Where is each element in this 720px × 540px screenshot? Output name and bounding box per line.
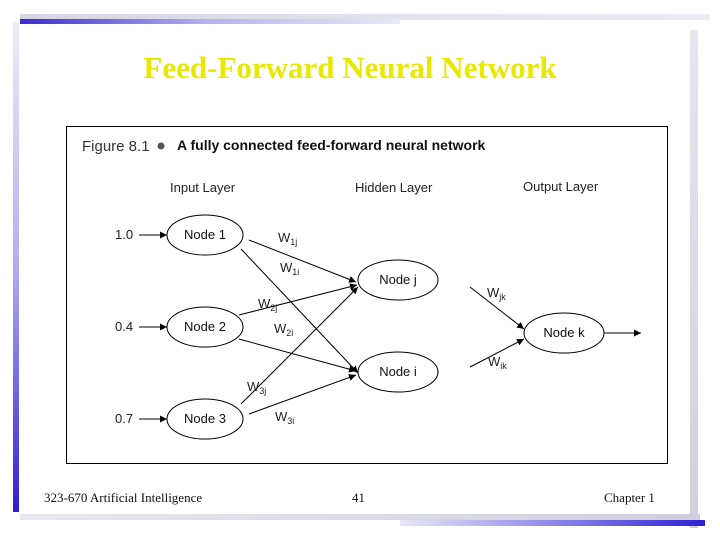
bottom-grey-bar bbox=[20, 514, 700, 520]
node-j: Node j bbox=[357, 259, 439, 301]
top-blue-bar bbox=[20, 19, 400, 24]
node-2-label: Node 2 bbox=[184, 319, 226, 334]
weight-wik: Wik bbox=[488, 354, 507, 371]
input-value-2: 0.4 bbox=[115, 319, 133, 334]
node-2: Node 2 bbox=[166, 306, 244, 348]
weight-w2i: W2i bbox=[274, 321, 293, 338]
node-i: Node i bbox=[357, 351, 439, 393]
network-diagram: Figure 8.1 A fully connected feed-forwar… bbox=[82, 137, 641, 440]
weight-w1j: W1j bbox=[278, 230, 297, 247]
input-layer-label: Input Layer bbox=[170, 180, 236, 195]
node-k: Node k bbox=[523, 312, 605, 354]
left-blue-bar bbox=[13, 22, 19, 512]
figure-number: Figure 8.1 bbox=[82, 138, 150, 155]
weight-wjk: Wjk bbox=[487, 285, 506, 302]
edge-2-j bbox=[238, 283, 358, 316]
node-1: Node 1 bbox=[166, 214, 244, 256]
node-j-label: Node j bbox=[379, 272, 417, 287]
hidden-layer-label: Hidden Layer bbox=[355, 180, 433, 195]
edge-3-j bbox=[240, 286, 359, 405]
edge-1-i bbox=[240, 248, 359, 374]
right-grey-bar bbox=[690, 30, 698, 528]
edge-j-k bbox=[469, 286, 525, 330]
node-1-label: Node 1 bbox=[184, 227, 226, 242]
weight-w3i: W3i bbox=[275, 409, 294, 426]
edge-i-k bbox=[469, 338, 525, 368]
weight-w1i: W1i bbox=[280, 260, 299, 277]
input-value-1: 1.0 bbox=[115, 227, 133, 242]
node-3-label: Node 3 bbox=[184, 411, 226, 426]
edge-3-i bbox=[248, 374, 357, 415]
weight-w2j: W2j bbox=[258, 296, 277, 313]
edge-2-i bbox=[238, 338, 357, 373]
weight-w3j: W3j bbox=[247, 379, 266, 396]
edge-1-j bbox=[248, 239, 357, 283]
node-k-label: Node k bbox=[543, 325, 585, 340]
node-3: Node 3 bbox=[166, 398, 244, 440]
top-grey-bar bbox=[20, 14, 710, 20]
footer-page-number: 41 bbox=[352, 490, 365, 505]
footer-course: 323-670 Artificial Intelligence bbox=[44, 490, 203, 505]
slide-title: Feed-Forward Neural Network bbox=[143, 50, 557, 85]
bottom-blue-bar bbox=[400, 520, 705, 526]
footer-chapter: Chapter 1 bbox=[604, 490, 655, 505]
output-layer-label: Output Layer bbox=[523, 179, 599, 194]
node-i-label: Node i bbox=[379, 364, 417, 379]
figure-box: Figure 8.1 A fully connected feed-forwar… bbox=[66, 126, 668, 464]
input-value-3: 0.7 bbox=[115, 411, 133, 426]
figure-caption: A fully connected feed-forward neural ne… bbox=[177, 137, 486, 153]
bullet-icon bbox=[157, 142, 165, 150]
